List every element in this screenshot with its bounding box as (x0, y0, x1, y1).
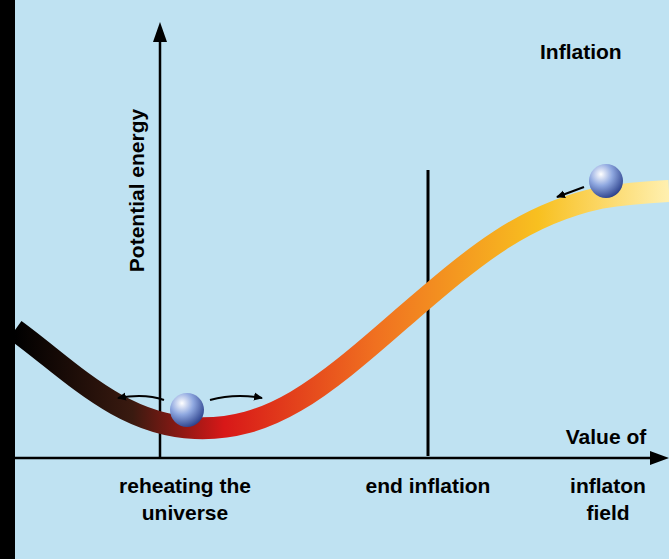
region-label: reheating the universe (100, 472, 270, 526)
axis-arrowhead (650, 451, 669, 465)
potential-curve (15, 191, 669, 428)
title-label: Inflation (540, 38, 665, 65)
inflaton-ball (170, 393, 204, 427)
axis-label: Value of (547, 423, 665, 450)
marker-label: end inflation (358, 472, 498, 499)
left-edge-bar (0, 0, 15, 559)
inflaton-ball (589, 164, 623, 198)
oscillation-arrow (210, 396, 262, 400)
rolling-arrow (557, 187, 584, 197)
end-inflation-line (427, 170, 430, 456)
axis-label: Potential energy (123, 108, 150, 271)
axis-label: inflaton field (553, 472, 663, 526)
field-axis (15, 457, 660, 460)
axis-arrowhead (153, 22, 167, 42)
potential-axis (159, 30, 162, 458)
oscillation-arrow (118, 396, 164, 400)
